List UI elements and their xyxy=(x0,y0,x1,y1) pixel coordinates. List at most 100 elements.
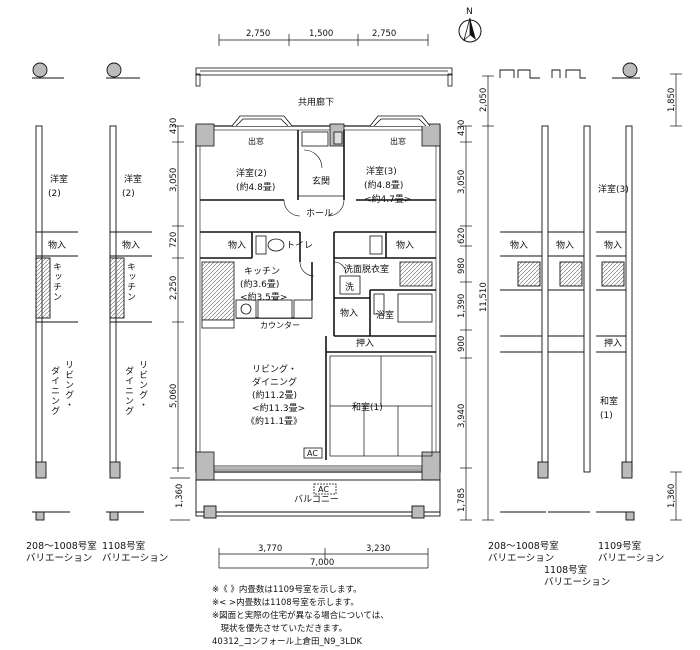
room-entrance: 玄関 xyxy=(312,175,330,187)
ac-label-2: AC xyxy=(318,485,329,494)
dim-right-2: 3,050 xyxy=(457,170,467,194)
var5-room: 洋室(3) xyxy=(598,183,629,195)
room-living-size1: (約11.2畳) xyxy=(252,389,297,401)
var1-living1: リビング・ xyxy=(63,360,73,410)
var5-caption-line1: 1109号室 xyxy=(598,541,642,552)
dim-left-4: 2,250 xyxy=(169,276,179,300)
dim-right-7: 3,940 xyxy=(457,404,467,428)
var4-caption: 1108号室 バリエーション xyxy=(544,565,610,589)
corridor-label: 共用廊下 xyxy=(298,96,334,108)
right-dimension xyxy=(460,73,682,521)
var2-caption: 1108号室 バリエーション xyxy=(102,541,168,565)
dim-right-1: 430 xyxy=(457,120,467,136)
var1-caption-line1: 208〜1008号室 xyxy=(26,541,97,552)
dim-top-1: 2,750 xyxy=(246,29,270,39)
var2-living1: リビング・ xyxy=(137,360,147,410)
variation-strip-3 xyxy=(499,69,549,513)
variation-strip-1 xyxy=(32,62,78,521)
var3-closet: 物入 xyxy=(510,239,528,251)
room-western2-name: 洋室(2) xyxy=(236,167,267,179)
variation-strip-4 xyxy=(548,69,591,513)
room-living-size3: 《約11.1畳》 xyxy=(246,415,302,427)
room-toilet: トイレ xyxy=(286,241,313,251)
var1-caption-line2: バリエーション xyxy=(26,553,93,564)
dim-left-5: 5,060 xyxy=(169,384,179,408)
interior-walls xyxy=(200,130,436,460)
washroom-fixtures xyxy=(339,235,433,323)
var2-room-b: (2) xyxy=(122,189,135,199)
dim-right-top: 2,050 xyxy=(479,88,489,112)
room-japanese: 和室(1) xyxy=(352,401,383,413)
dim-top-3: 2,750 xyxy=(372,29,396,39)
left-dimension xyxy=(170,125,190,521)
room-living-name1: リビング・ xyxy=(252,363,297,375)
dim-far-right-bottom: 1,360 xyxy=(667,484,677,508)
var5-japanese2: (1) xyxy=(600,411,613,421)
room-washroom: 洗面脱衣室 xyxy=(344,263,389,275)
var1-living2: ダイニング xyxy=(49,366,59,416)
room-closet-bath: 物入 xyxy=(340,307,358,319)
dim-bottom-total: 7,000 xyxy=(310,558,334,568)
counter-label: カウンター xyxy=(260,321,300,330)
room-kitchen-size1: (約3.6畳) xyxy=(240,278,279,290)
dim-bottom-2: 3,230 xyxy=(366,544,390,554)
var2-closet: 物入 xyxy=(122,239,140,251)
ac-units xyxy=(303,447,337,495)
var1-caption: 208〜1008号室 バリエーション xyxy=(26,541,97,565)
notes-block: ※《 》内畳数は1109号室を示します。 ※< >内畳数は1108号室を示します… xyxy=(212,584,389,636)
room-living-name2: ダイニング xyxy=(252,376,297,388)
var3-caption-line1: 208〜1008号室 xyxy=(488,541,559,552)
var2-room: 洋室 xyxy=(124,173,142,185)
dim-right-3: 620 xyxy=(457,228,467,244)
note-2: ※< >内畳数は1108号室を示します。 xyxy=(212,598,359,608)
dim-left-1: 430 xyxy=(169,118,179,134)
var5-oshiire: 押入 xyxy=(604,337,622,349)
window-label-right: 出窓 xyxy=(390,136,406,146)
main-unit-walls xyxy=(195,123,441,481)
note-1: ※《 》内畳数は1109号室を示します。 xyxy=(212,585,362,595)
var4-closet: 物入 xyxy=(556,239,574,251)
variation-strip-5 xyxy=(596,62,640,521)
bottom-dimension xyxy=(218,548,429,569)
footer-label: 40312_コンフォール上倉田_N9_3LDK xyxy=(212,637,363,647)
var2-kitchen: キッチン xyxy=(125,262,135,302)
room-closet-left: 物入 xyxy=(228,239,246,251)
room-hall: ホール xyxy=(306,208,333,219)
tatami-layout xyxy=(329,355,433,457)
var5-caption-line2: バリエーション xyxy=(598,553,665,564)
entrance-fixtures xyxy=(298,131,344,197)
room-bath: 浴室 xyxy=(376,309,394,321)
room-kitchen-size2: <約3.5畳> xyxy=(240,291,287,303)
var2-caption-line1: 1108号室 xyxy=(102,541,146,552)
window-label-left: 出窓 xyxy=(248,136,264,146)
var5-closet: 物入 xyxy=(604,239,622,251)
dim-right-6: 900 xyxy=(457,336,467,352)
living-windows xyxy=(214,465,422,471)
room-western2-size: (約4.8畳) xyxy=(236,181,275,193)
dim-right-4: 980 xyxy=(457,258,467,274)
bay-windows xyxy=(231,115,431,127)
var1-kitchen: キッチン xyxy=(51,262,61,302)
note-3: ※図面と実際の住宅が異なる場合については、 xyxy=(212,611,389,621)
room-western3-name: 洋室(3) xyxy=(366,165,397,177)
var5-japanese1: 和室 xyxy=(600,395,618,407)
dim-left-2: 3,050 xyxy=(169,168,179,192)
compass-icon: N xyxy=(458,7,482,43)
room-oshiire: 押入 xyxy=(356,337,374,349)
note-4: 現状を優先させていただきます。 xyxy=(212,624,348,634)
variation-strip-2 xyxy=(106,62,152,521)
top-dimension xyxy=(218,34,429,46)
balcony xyxy=(195,479,441,519)
room-wash: 洗 xyxy=(345,281,354,293)
room-living-size2: <約11.3畳> xyxy=(252,402,305,414)
compass-label: N xyxy=(466,7,473,17)
dim-left-3: 720 xyxy=(169,232,179,248)
var1-room-b: (2) xyxy=(48,189,61,199)
dim-right-5: 1,390 xyxy=(457,294,467,318)
room-western3-size1: (約4.8畳) xyxy=(364,179,403,191)
room-closet-right: 物入 xyxy=(396,239,414,251)
var4-caption-line1: 1108号室 xyxy=(544,565,588,576)
var2-caption-line2: バリエーション xyxy=(102,553,169,564)
dim-right-total: 11,510 xyxy=(479,282,489,312)
dim-right-8: 1,785 xyxy=(457,488,467,512)
